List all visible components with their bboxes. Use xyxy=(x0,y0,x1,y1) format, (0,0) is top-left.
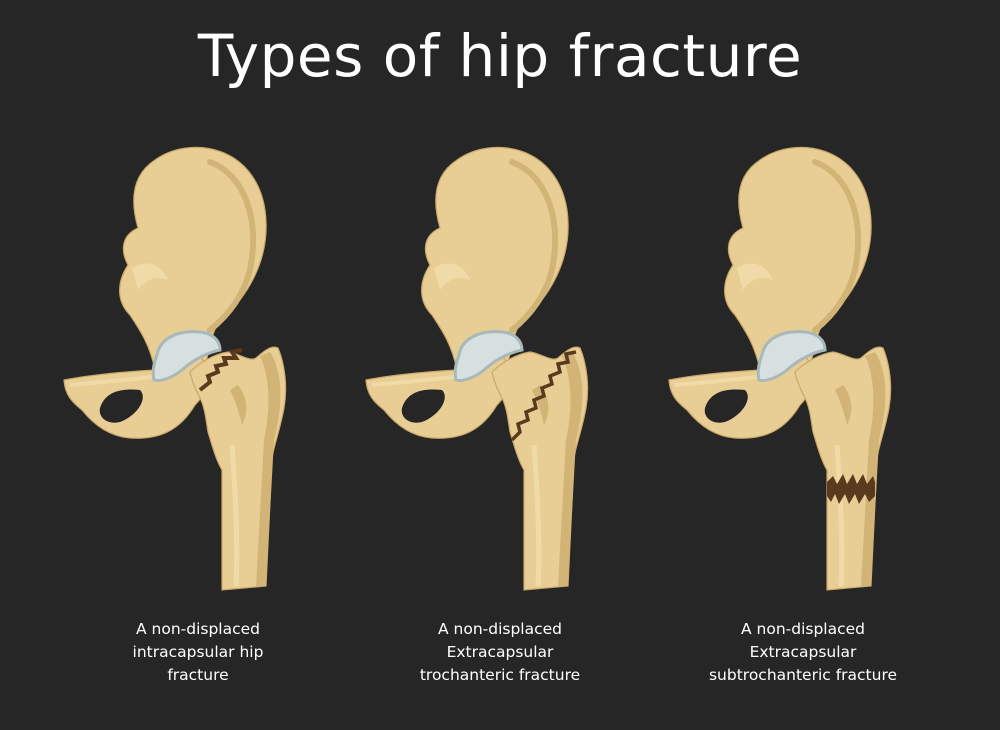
hip-bone-illustration xyxy=(60,140,360,610)
caption-trochanteric: A non-displaced Extracapsular trochanter… xyxy=(350,618,650,687)
caption-line: fracture xyxy=(167,666,229,684)
fracture-line-femoral-neck xyxy=(198,348,243,392)
caption-line: A non-displaced xyxy=(740,620,865,638)
hip-bone-illustration xyxy=(362,140,662,610)
panel-subtrochanteric-fracture xyxy=(665,140,965,610)
caption-line: Extracapsular xyxy=(446,643,554,661)
fracture-band-femoral-shaft xyxy=(827,474,875,504)
caption-line: trochanteric fracture xyxy=(419,666,581,684)
caption-subtrochanteric: A non-displaced Extracapsular subtrochan… xyxy=(653,618,953,687)
panel-trochanteric-fracture xyxy=(362,140,662,610)
panel-intracapsular-fracture xyxy=(60,140,360,610)
hip-bone-illustration xyxy=(665,140,965,610)
caption-line: intracapsular hip xyxy=(132,643,264,661)
diagram-title: Types of hip fracture xyxy=(197,22,803,90)
caption-intracapsular: A non-displaced intracapsular hip fractu… xyxy=(48,618,348,687)
fracture-line-intertrochanteric xyxy=(510,350,577,442)
caption-line: A non-displaced xyxy=(437,620,562,638)
caption-line: Extracapsular xyxy=(749,643,857,661)
caption-line: A non-displaced xyxy=(135,620,260,638)
caption-line: subtrochanteric fracture xyxy=(708,666,898,684)
